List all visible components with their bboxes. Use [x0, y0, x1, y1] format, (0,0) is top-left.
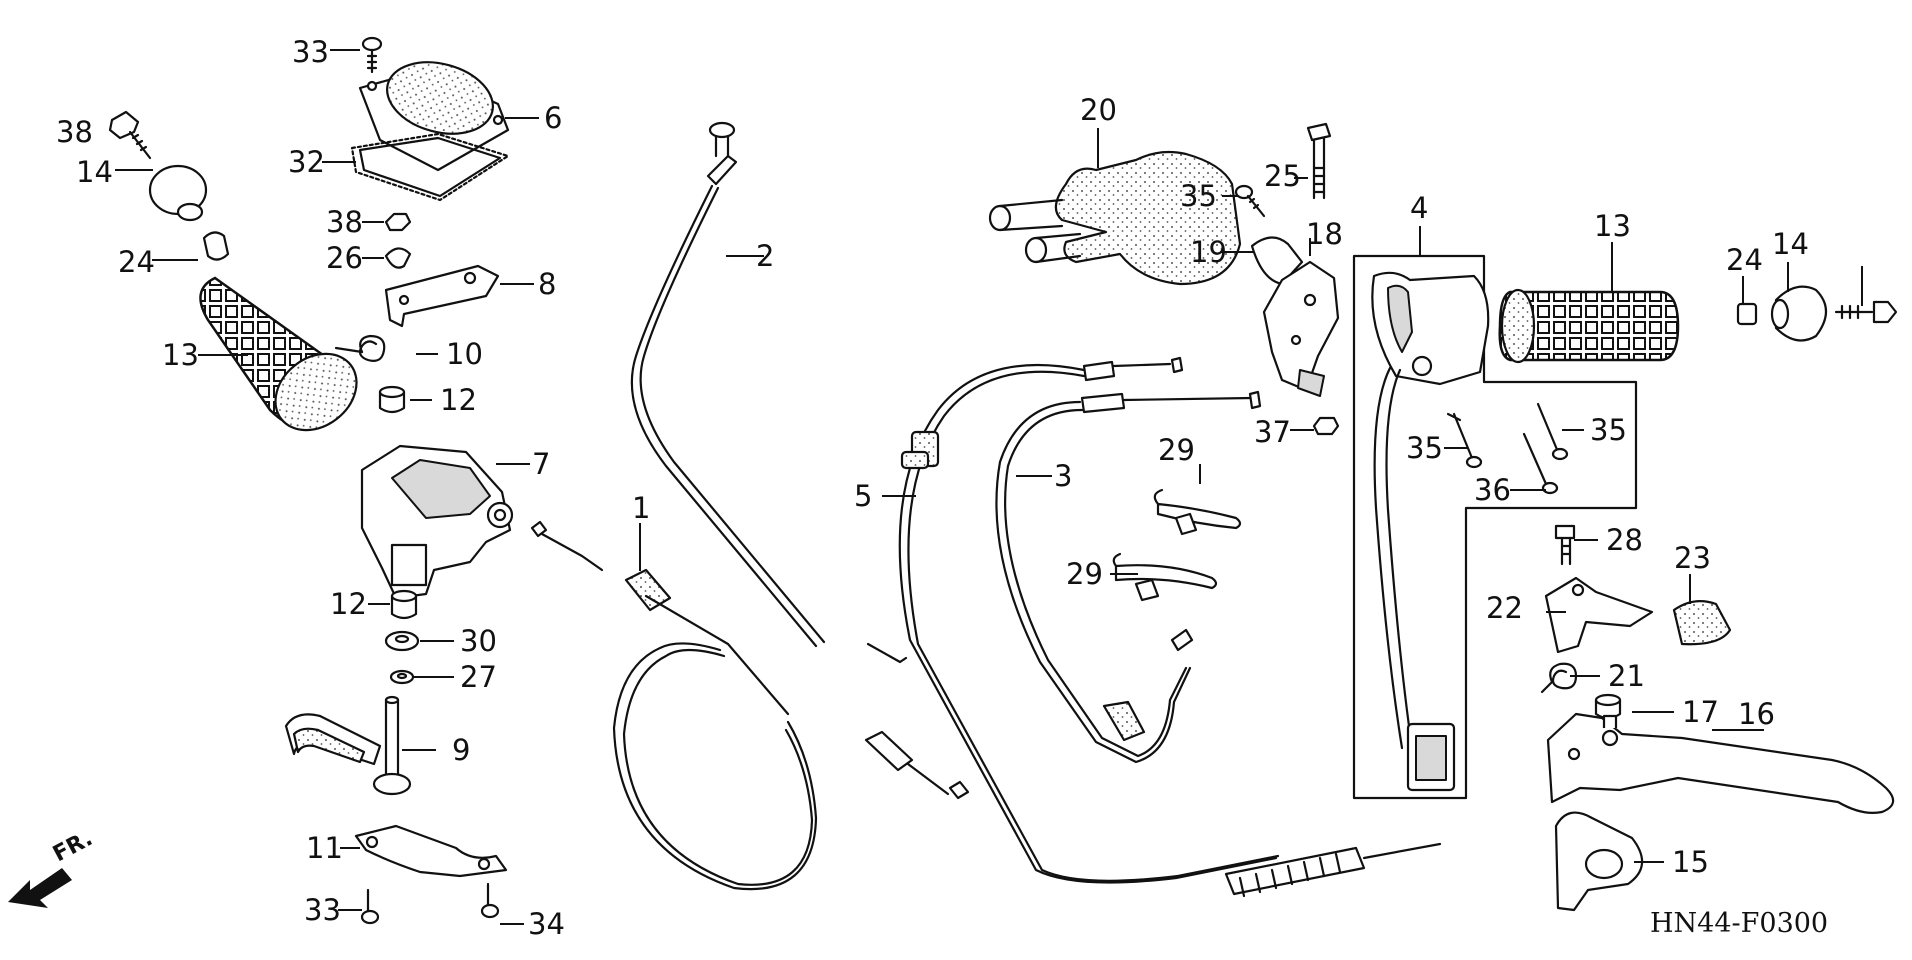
grip-end-weight-14-right	[1770, 285, 1828, 342]
grip-13-left	[199, 276, 358, 432]
lever-holder-18	[1554, 811, 1644, 912]
boot-cover-17	[988, 150, 1242, 286]
grip-13-right	[1498, 288, 1680, 364]
collar-24-right	[1736, 302, 1758, 326]
callout-13-right: 13	[1594, 209, 1631, 243]
bushing-12-upper	[378, 385, 406, 414]
callout-28: 27	[460, 660, 497, 694]
callout-3: 3	[1054, 459, 1072, 493]
bushing-12-lower	[390, 589, 418, 620]
callout-29-lower: 29	[1066, 557, 1103, 591]
lock-washer-27	[384, 247, 412, 269]
callout-14-right: 14	[1772, 227, 1809, 261]
callout-35-a: 35	[1406, 431, 1443, 465]
switch-holder-16	[1250, 236, 1304, 286]
callout-15: 18	[1306, 217, 1343, 251]
callout-4: 4	[1410, 191, 1428, 225]
cable-2-choke	[630, 121, 908, 664]
cable-band-29-lower	[1112, 552, 1218, 602]
callout-9: 9	[452, 733, 470, 767]
leader-lines	[115, 49, 1863, 925]
callout-2: 2	[756, 239, 774, 273]
bolt-38-right	[1834, 300, 1898, 324]
brake-lever-19	[1546, 712, 1895, 814]
front-marker: FR.	[49, 826, 97, 867]
screw-33-left	[360, 888, 380, 925]
screw-34	[1234, 184, 1266, 218]
callout-38-left: 38	[56, 115, 93, 149]
callout-27: 26	[326, 241, 363, 275]
callout-29-upper: 29	[1158, 433, 1195, 467]
pivot-collar-20	[1594, 693, 1622, 720]
cable-5	[898, 356, 1442, 898]
callout-13-left: 13	[162, 338, 199, 372]
callout-25: 25	[1264, 159, 1301, 193]
throttle-arm-8	[384, 264, 500, 328]
callout-6: 6	[544, 101, 562, 135]
callout-23: 23	[1674, 541, 1711, 575]
callout-24-left: 24	[118, 245, 155, 279]
return-spring-10	[334, 334, 386, 362]
callout-8: 8	[538, 267, 556, 301]
throttle-housing-7	[360, 444, 514, 600]
screw-35-b	[1522, 432, 1559, 495]
callout-32: 33	[292, 35, 329, 69]
throttle-cover-6	[358, 61, 510, 172]
gasket-31	[350, 132, 510, 202]
nut-37	[384, 212, 412, 232]
callout-20: 17	[1682, 695, 1719, 729]
callout-16: 19	[1190, 235, 1227, 269]
holder-clamp-11	[354, 824, 508, 878]
nut-36	[1312, 416, 1340, 436]
callout-17: 20	[1080, 93, 1117, 127]
screw-32	[361, 36, 383, 74]
callout-14-left: 14	[76, 155, 113, 189]
callout-30: 30	[460, 624, 497, 658]
callout-7: 7	[532, 447, 550, 481]
callout-26: 28	[1606, 523, 1643, 557]
callout-33-left: 33	[304, 893, 341, 927]
callout-34: 35	[1180, 179, 1217, 213]
washer-28	[389, 669, 415, 685]
washer-30	[384, 630, 420, 652]
screw-35-c	[1536, 402, 1569, 461]
switch-assembly-4	[1352, 254, 1638, 800]
bolt-26	[1554, 524, 1576, 566]
callout-35-c: 36	[1474, 473, 1511, 507]
bolt-38-left	[108, 110, 152, 160]
screw-35-a	[1446, 412, 1483, 469]
screw-33-right	[480, 882, 500, 919]
callout-12-lower: 12	[330, 587, 367, 621]
callout-10: 10	[446, 337, 483, 371]
callout-37: 38	[326, 205, 363, 239]
callout-33-right: 34	[528, 907, 565, 941]
callout-12-upper: 12	[440, 383, 477, 417]
cable-1-throttle	[530, 520, 970, 891]
spring-21	[1540, 662, 1578, 694]
lever-knob-23	[1672, 599, 1732, 646]
cable-band-29-upper	[1153, 488, 1242, 536]
throttle-lever-9	[284, 695, 412, 796]
collar-24-left	[202, 231, 230, 261]
callout-21: 21	[1608, 659, 1645, 693]
bolt-25	[1306, 122, 1332, 200]
callout-22: 22	[1486, 591, 1523, 625]
callout-labels: 38 14 24 13 33 6 32 38 26 8 10 12 7 12 3…	[56, 35, 1809, 941]
callout-31: 32	[288, 145, 325, 179]
switch-base-15	[1262, 260, 1340, 397]
callout-1: 1	[632, 491, 650, 525]
callout-18: 15	[1672, 845, 1709, 879]
diagram-code: HN44-F0300	[1650, 908, 1828, 939]
front-direction-arrow-icon	[8, 868, 72, 908]
cable-3	[995, 390, 1262, 764]
callout-24-right: 24	[1726, 243, 1763, 277]
callout-5: 5	[854, 479, 872, 513]
callout-36: 37	[1254, 415, 1291, 449]
callout-11: 11	[306, 831, 343, 865]
callout-35-b: 35	[1590, 413, 1627, 447]
callout-19: 16	[1738, 697, 1775, 731]
grip-end-weight-14-left	[148, 164, 208, 222]
parking-cam-22	[1544, 576, 1654, 654]
